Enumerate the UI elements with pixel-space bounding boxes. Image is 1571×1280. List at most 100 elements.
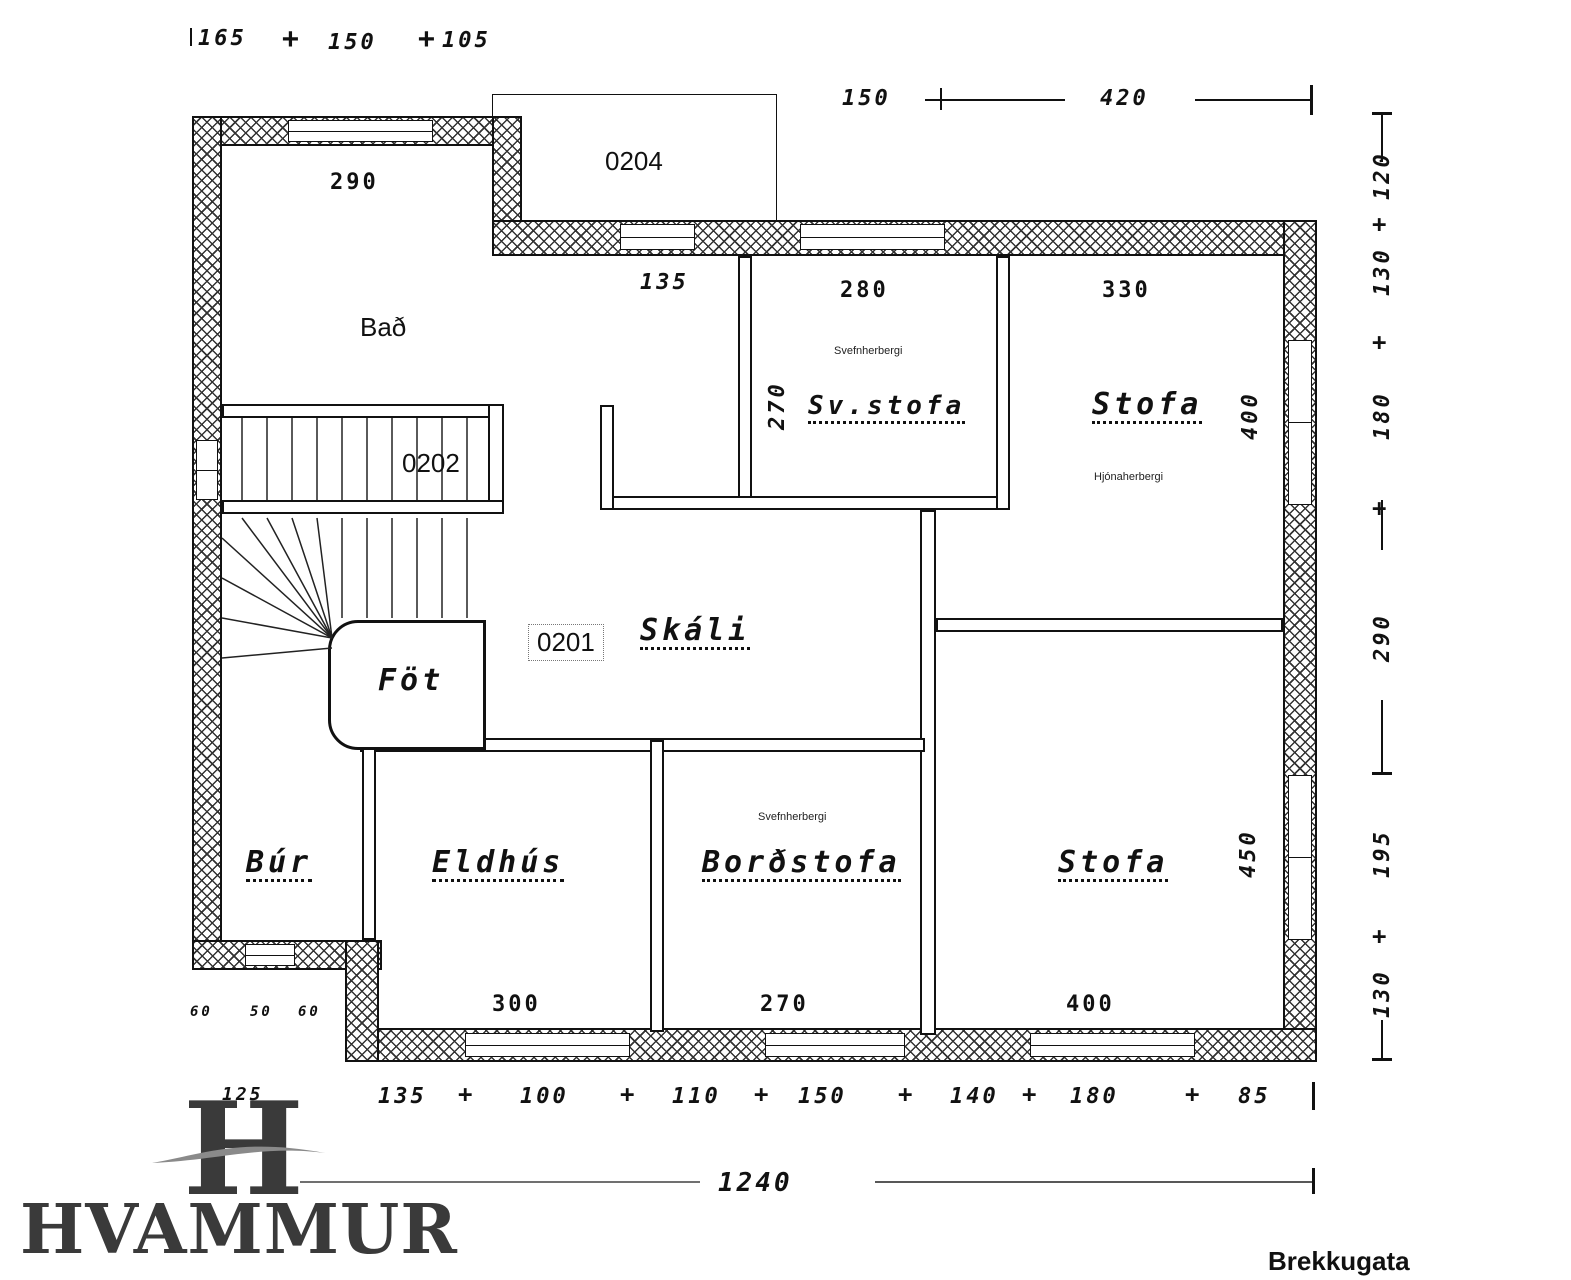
annotation-hjonaherbergi: Hjónaherbergi — [1094, 471, 1164, 483]
dim-tick — [1372, 772, 1392, 775]
room-label-bur: Búr — [246, 845, 313, 882]
window — [196, 440, 218, 500]
dim-plus: + — [898, 1080, 916, 1108]
street-label: Brekkugata — [1268, 1246, 1410, 1276]
dim-small-3: 60 — [298, 1004, 321, 1020]
dim-svstofa-width: 280 — [840, 278, 889, 303]
window — [245, 944, 295, 966]
room-code-0202: 0202 — [402, 448, 460, 478]
dim-plus: + — [1022, 1080, 1040, 1108]
wall-stofa-split — [936, 618, 1283, 632]
dim-plus: + — [1372, 328, 1390, 356]
dim-right-5: 195 — [1370, 829, 1395, 878]
window — [620, 224, 695, 250]
room-label-bordstofa: Borðstofa — [702, 845, 901, 882]
room-code-0201: 0201 — [528, 624, 604, 661]
wall-center-vertical — [920, 510, 936, 1035]
window — [465, 1033, 630, 1057]
dim-line — [875, 1181, 1315, 1183]
dim-total-width: 1240 — [718, 1168, 793, 1198]
dim-bottom-8: 85 — [1238, 1084, 1271, 1109]
wall-kitchen-dining — [650, 740, 664, 1032]
room-label-hall: Skáli — [640, 613, 751, 650]
dim-bottom-7: 180 — [1070, 1084, 1119, 1109]
dim-line — [1195, 99, 1313, 101]
wall-hall-nook — [600, 405, 614, 510]
dim-stofa-top-width: 330 — [1102, 278, 1151, 303]
dim-hall-135: 135 — [640, 270, 689, 295]
window — [1288, 340, 1312, 505]
wall-entry-east — [345, 940, 379, 1062]
dim-bottom-3: 100 — [520, 1084, 569, 1109]
dim-line — [925, 99, 1065, 101]
dim-bottom-5: 150 — [798, 1084, 847, 1109]
balcony-outline — [492, 94, 777, 234]
dim-right-6: 130 — [1370, 969, 1395, 1018]
dim-stofa-bottom-height: 450 — [1236, 829, 1261, 878]
wall-bur-eldhus — [362, 740, 376, 940]
dim-plus: + — [282, 22, 302, 55]
dim-plus: + — [754, 1080, 772, 1108]
dim-plus: + — [1372, 922, 1390, 950]
dim-bottom-1: 125 — [222, 1084, 264, 1105]
dim-small-1: 60 — [190, 1004, 213, 1020]
dim-line — [300, 1181, 700, 1183]
dim-stofa-top-height: 400 — [1238, 391, 1263, 440]
room-label-stofa-bottom: Stofa — [1058, 845, 1169, 882]
logo-wordmark: HVAMMUR — [20, 1190, 458, 1270]
dim-top-right-1: 150 — [842, 86, 891, 111]
dim-tick — [190, 28, 192, 46]
logo-wave-icon — [152, 1146, 325, 1163]
room-label-stofa-top: Stofa — [1092, 387, 1203, 424]
wall-svstofa-south — [600, 496, 1010, 510]
dim-plus: + — [620, 1080, 638, 1108]
wall-svstofa-west — [738, 256, 752, 506]
window — [288, 120, 433, 142]
dim-top-left-1: 165 — [198, 26, 247, 51]
room-label-bath: Bað — [360, 312, 407, 342]
dim-bottom-6: 140 — [950, 1084, 999, 1109]
dim-plus: + — [418, 22, 438, 55]
room-label-fot: Föt — [378, 663, 445, 698]
dim-bottom-4: 110 — [672, 1084, 721, 1109]
dim-tick — [940, 88, 942, 110]
dim-svstofa-height: 270 — [765, 381, 790, 430]
dim-top-right-2: 420 — [1100, 86, 1149, 111]
wall-left — [192, 116, 222, 948]
wall-svstofa-east — [996, 256, 1010, 510]
room-code-0204: 0204 — [605, 146, 663, 176]
closet-fot — [328, 620, 486, 750]
stair-treads-icon — [222, 418, 468, 659]
dim-plus: + — [1185, 1080, 1203, 1108]
dim-top-left-2: 150 — [328, 30, 377, 55]
window — [1288, 775, 1312, 940]
dim-eldhus-width: 300 — [492, 992, 541, 1017]
window — [800, 224, 945, 250]
window — [1030, 1033, 1195, 1057]
window — [765, 1033, 905, 1057]
room-label-eldhus: Eldhús — [432, 845, 565, 882]
room-label-svstofa: Sv.stofa — [808, 392, 966, 424]
dim-bordstofa-width: 270 — [760, 992, 809, 1017]
dim-right-4: 290 — [1370, 613, 1395, 662]
dim-stofa-bottom-width: 400 — [1066, 992, 1115, 1017]
dim-plus: + — [458, 1080, 476, 1108]
dim-tick — [1312, 1082, 1315, 1110]
dim-line — [1381, 1020, 1383, 1060]
annotation-svefnherbergi-top: Svefnherbergi — [834, 345, 903, 357]
wall-stair-south — [222, 500, 504, 514]
wall-bath-south — [222, 404, 504, 418]
dim-tick — [1372, 1058, 1392, 1061]
dim-top-left-3: 105 — [442, 28, 491, 53]
dim-tick — [1310, 85, 1313, 115]
dim-bath-width: 290 — [330, 170, 379, 195]
dim-line — [1381, 112, 1383, 162]
annotation-svefnherbergi-bottom: Svefnherbergi — [758, 811, 827, 823]
dim-right-2: 130 — [1370, 247, 1395, 296]
dim-plus: + — [1372, 210, 1390, 238]
dim-right-1: 120 — [1370, 151, 1395, 200]
dim-line — [1381, 700, 1383, 775]
dim-small-2: 50 — [250, 1004, 273, 1020]
dim-line — [1381, 500, 1383, 550]
dim-right-3: 180 — [1370, 391, 1395, 440]
